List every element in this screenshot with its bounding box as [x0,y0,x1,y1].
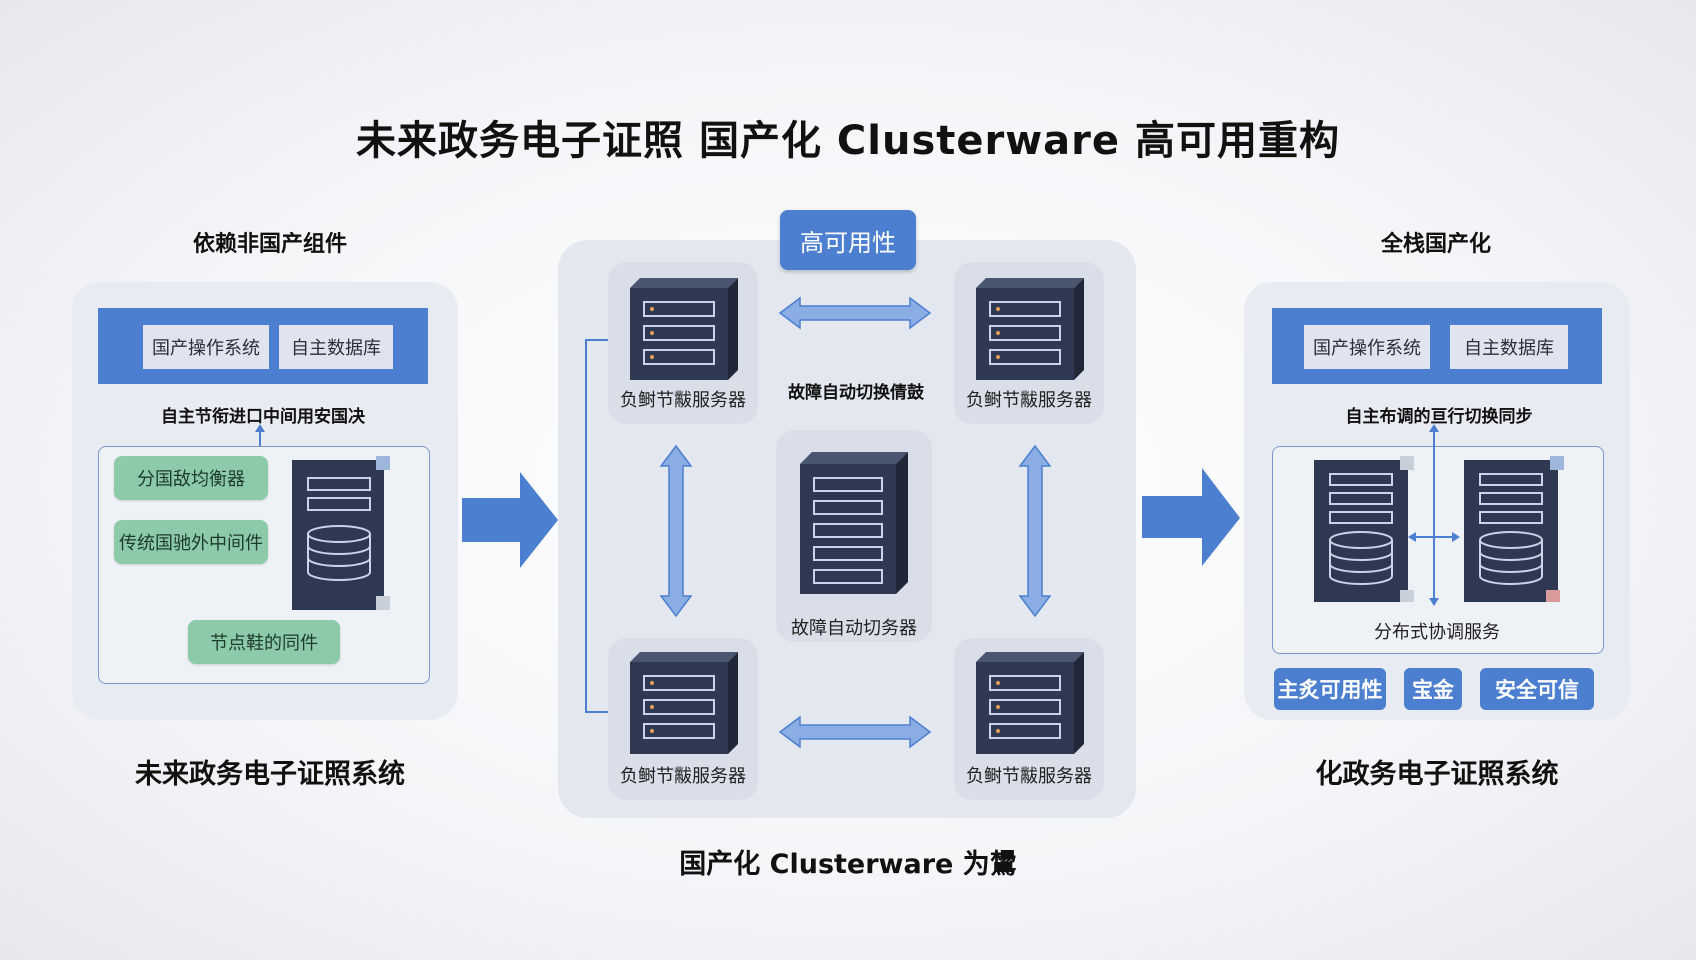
server-label-bottom-left: 负鲥节黻服务器 [620,766,746,787]
top-double-arrow [778,296,932,330]
left-chip-os: 国产操作系统 [143,325,269,369]
left-to-center-arrow [462,472,558,568]
server-icon-top-left [629,277,739,381]
right-button-availability: 主炙可用性 [1274,668,1386,710]
left-caption: 未来政务电子证照系统 [135,759,405,790]
right-chip-db: 自主数据库 [1450,325,1568,369]
server-icon-bottom-left [629,651,739,755]
right-up-arrow [1429,424,1439,606]
right-chip-os: 国产操作系统 [1304,325,1430,369]
server-icon-center [800,452,908,594]
right-note: 自主布调的亘行切换同步 [1345,407,1533,427]
left-up-arrow [255,424,265,446]
server-label-top-right: 负鲥节黻服务器 [966,390,1092,411]
left-note: 自主节衔进口中间用安国决 [161,407,365,427]
right-button-security: 宝金 [1404,668,1462,710]
center-left-bracket [585,339,608,713]
failover-text: 故障自动切换倩鼓 [788,383,924,403]
left-chip-db: 自主数据库 [279,325,393,369]
server-icon-bottom-right [975,651,1085,755]
bottom-double-arrow [778,715,932,749]
left-vertical-arrow [659,444,693,618]
right-heading: 全栈国产化 [1380,232,1491,257]
page-title: 未来政务电子证照 国产化 Clusterware 高可用重构 [356,118,1340,164]
server-icon-top-right [975,277,1085,381]
left-green-item-3: 节点鞋的同件 [188,620,340,664]
right-database-icon-1 [1314,456,1414,602]
right-box-label: 分布式协调服务 [1374,622,1500,643]
left-database-icon [292,456,390,610]
right-button-trusted: 安全可信 [1480,668,1594,710]
center-to-right-arrow [1142,468,1240,566]
left-green-item-1: 分国敌均衡器 [114,456,268,500]
server-label-bottom-right: 负鲥节黻服务器 [966,766,1092,787]
center-caption: 国产化 Clusterware 为鸉 [679,849,1017,880]
right-caption: 化政务电子证照系统 [1315,759,1559,790]
right-database-icon-2 [1464,456,1564,602]
high-availability-badge: 高可用性 [780,210,916,270]
server-label-center: 故障自动切务器 [791,618,917,639]
right-vertical-arrow [1018,444,1052,618]
server-label-top-left: 负鲥节黻服务器 [620,390,746,411]
left-heading: 依赖非国产组件 [192,232,347,257]
right-horizontal-arrow [1408,532,1460,542]
left-green-item-2: 传统国驰外中间件 [114,520,268,564]
